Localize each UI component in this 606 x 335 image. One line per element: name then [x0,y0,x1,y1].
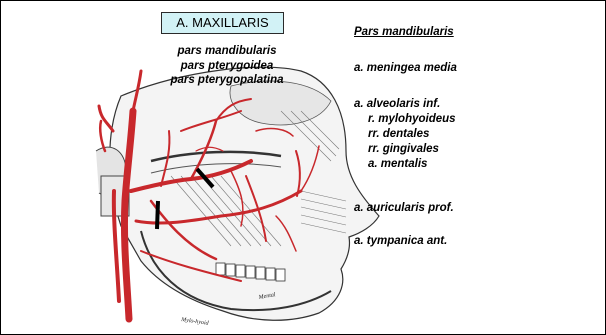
parts-list: pars mandibularis pars pterygoidea pars … [147,44,307,88]
title-box: A. MAXILLARIS [161,12,284,34]
branch-item: a. tympanica ant. [354,235,447,247]
branch-item: a. meningea media [354,62,457,74]
part-item: pars mandibularis [147,44,307,59]
branch-subitem: rr. gingivales [368,143,439,155]
part-item: pars pterygoidea [147,59,307,74]
branch-subitem: r. mylohyoideus [368,113,456,125]
branch-subitem: a. mentalis [368,158,427,170]
part-item: pars pterygopalatina [147,73,307,88]
branch-subitem: rr. dentales [368,128,429,140]
branch-item: a. alveolaris inf. [354,98,440,110]
branch-heading: Pars mandibularis [354,26,454,38]
branch-item: a. auricularis prof. [354,202,454,214]
figure-label-mylohyoid: Mylo-hyoid [180,317,210,327]
marker-bar-2 [157,201,158,229]
